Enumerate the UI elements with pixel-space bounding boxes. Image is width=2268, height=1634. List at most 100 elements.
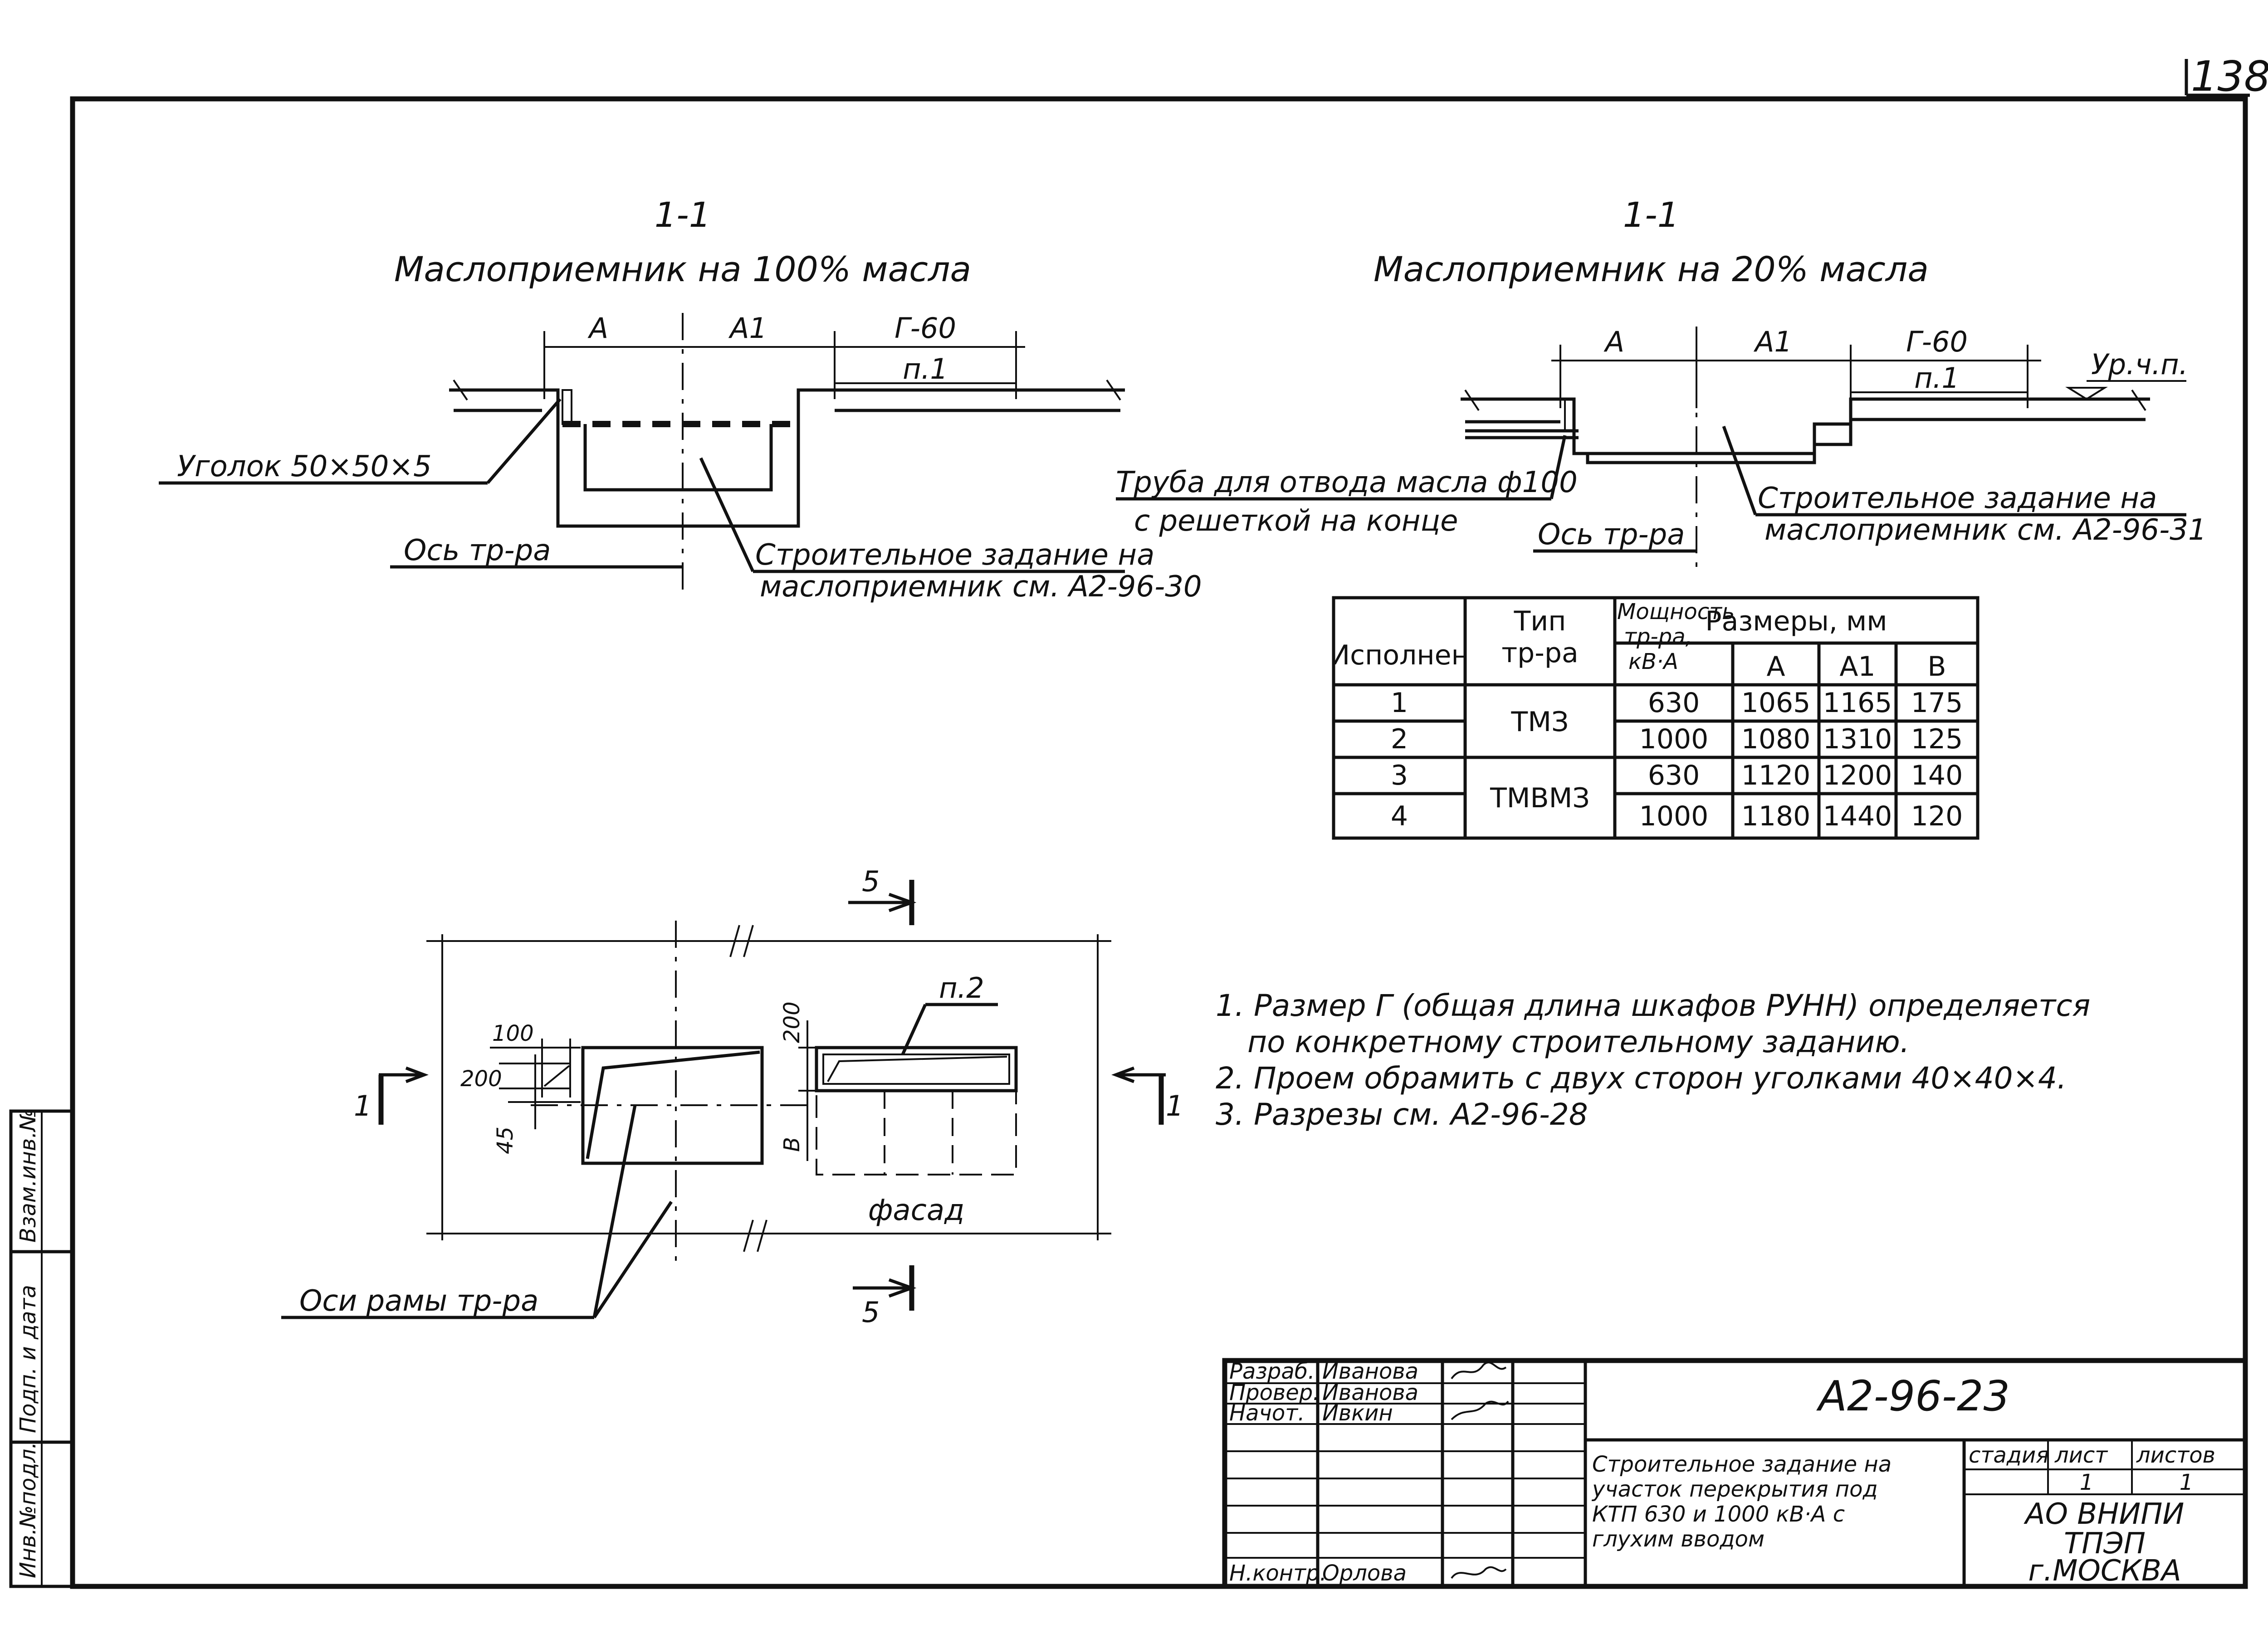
label-angle: Уголок 50×50×5 xyxy=(177,450,432,483)
label-axes: Оси рамы тр-ра xyxy=(299,1284,538,1318)
doc-title-4: глухим вводом xyxy=(1592,1527,1765,1552)
header-a1: А1 xyxy=(1839,651,1875,683)
leader-panel xyxy=(901,1004,927,1055)
header-a: А xyxy=(1766,651,1785,683)
label-axis: Ось тр-ра xyxy=(1538,518,1685,551)
doc-title-2: участок перекрытия под xyxy=(1591,1477,1878,1502)
cell-variant: 4 xyxy=(1391,800,1408,832)
label-pipe-1: Труба для отвода масла ф100 xyxy=(1116,466,1578,499)
opening-2-inner xyxy=(822,1054,1010,1085)
section-right: 1-1 Маслоприемник на 20% масла А А1 Г-60… xyxy=(1116,195,2207,571)
cut-5-top: 5 xyxy=(862,865,880,898)
signature xyxy=(1451,1566,1507,1579)
dim-v: В xyxy=(779,1137,805,1152)
header-power-1: Мощность xyxy=(1617,599,1735,624)
dim-g: Г-60 xyxy=(894,312,956,345)
label-task-2: маслоприемник см. А2-96-30 xyxy=(760,570,1202,604)
dim-g: Г-60 xyxy=(1906,325,1968,358)
panel-label: п.1 xyxy=(903,352,948,385)
side-stamp-sign-label: Подп. и дата xyxy=(15,1285,41,1433)
name-head: Ивкин xyxy=(1322,1400,1393,1426)
angle-profile xyxy=(1564,398,1575,432)
name-norm-control: Орлова xyxy=(1322,1561,1407,1586)
header-type-1: Тип xyxy=(1514,605,1566,637)
dim-45: 45 xyxy=(493,1127,518,1154)
table-frame xyxy=(1332,596,1980,840)
break-mark xyxy=(2131,389,2146,411)
sheet-number: 138 xyxy=(2191,52,2268,101)
table-row: 4 1000 1180 1440 120 xyxy=(1391,800,1963,832)
panel-label: п.1 xyxy=(1914,361,1960,395)
col-stage: стадия xyxy=(1969,1443,2049,1468)
break-mark xyxy=(453,379,468,401)
title-block: Разраб. Провер. Начот. Н.контр. Иванова … xyxy=(1222,1358,2248,1589)
cut-1-right: 1 xyxy=(1166,1089,1183,1122)
section-right-cut: 1-1 xyxy=(1623,195,1679,235)
section-left-cut: 1-1 xyxy=(655,195,711,235)
sheet-frame xyxy=(70,96,2248,1589)
cell-type-2: ТМВМЗ xyxy=(1490,782,1590,814)
cell-power: 630 xyxy=(1648,687,1700,719)
leader-task xyxy=(1722,425,1757,516)
cell-a1: 1440 xyxy=(1823,800,1892,832)
leader-axes xyxy=(593,1201,673,1318)
cell-power: 630 xyxy=(1648,760,1700,791)
cut-1-left: 1 xyxy=(354,1089,371,1122)
org-line-2: ТПЭП xyxy=(2064,1527,2146,1561)
doc-title-3: КТП 630 и 1000 кВ·А с xyxy=(1592,1502,1845,1527)
cell-variant: 3 xyxy=(1391,760,1408,791)
side-stamp-replace-label: Взам.инв.№ xyxy=(15,1109,41,1243)
facade-outline xyxy=(816,1090,1017,1176)
cell-type-1: ТМЗ xyxy=(1511,706,1569,738)
break-mark xyxy=(1106,379,1121,401)
opening-1-diagonal xyxy=(586,1050,760,1159)
name-checker: Иванова xyxy=(1322,1380,1418,1405)
signature xyxy=(1451,1400,1509,1420)
signature xyxy=(1451,1361,1507,1380)
header-sizes: Размеры, мм xyxy=(1705,605,1887,637)
cell-a: 1120 xyxy=(1741,760,1811,791)
dim-a1: А1 xyxy=(728,312,767,345)
label-pipe-2: с решеткой на конце xyxy=(1134,504,1458,538)
panel-label: п.2 xyxy=(939,971,984,1005)
label-level: Ур.ч.п. xyxy=(2091,348,2188,381)
slab-top xyxy=(449,388,1125,528)
opening-2-diagonal xyxy=(827,1056,1007,1082)
col-sheets: листов xyxy=(2136,1443,2215,1468)
cut-arrow xyxy=(888,893,917,912)
dim-200: 200 xyxy=(460,1066,502,1092)
cell-b: 140 xyxy=(1911,760,1963,791)
cell-power: 1000 xyxy=(1639,723,1709,755)
header-power-2: тр-ра, xyxy=(1624,624,1692,649)
opening-small-diagonal xyxy=(543,1065,570,1087)
break-mark xyxy=(1464,389,1480,411)
role-developer: Разраб. xyxy=(1229,1359,1315,1384)
cut-arrow xyxy=(405,1066,429,1083)
role-norm-control: Н.контр. xyxy=(1229,1561,1327,1586)
tray-inner xyxy=(1586,418,2146,464)
leader-pipe xyxy=(1549,435,1567,499)
break-mark xyxy=(743,1219,754,1252)
note-3: 3. Разрезы см. А2-96-28 xyxy=(1216,1097,1588,1132)
header-type-2: тр-ра xyxy=(1501,637,1579,669)
side-stamp: Инв.№подл. Подп. и дата Взам.инв.№ xyxy=(9,1109,74,1588)
leader-angle xyxy=(486,398,562,484)
dim-100: 100 xyxy=(492,1021,534,1046)
role-checker: Провер. xyxy=(1229,1380,1320,1405)
dim-a: А xyxy=(1603,325,1624,358)
doc-code: А2-96-23 xyxy=(1816,1372,2010,1420)
dim-a1: А1 xyxy=(1753,325,1792,358)
angle-profile xyxy=(562,389,572,425)
header-b: В xyxy=(1927,651,1946,683)
break-mark xyxy=(757,1219,767,1252)
org-line-1: АО ВНИПИ xyxy=(2024,1497,2184,1531)
plan-view: 5 5 1 1 100 200 xyxy=(281,865,1183,1329)
header-variant: Исполнен xyxy=(1330,639,1469,671)
cell-b: 125 xyxy=(1911,723,1963,755)
cell-a: 1065 xyxy=(1741,687,1811,719)
cell-b: 120 xyxy=(1911,800,1963,832)
label-task-2: маслоприемник см. А2-96-31 xyxy=(1765,513,2207,547)
level-marker xyxy=(2065,387,2108,400)
